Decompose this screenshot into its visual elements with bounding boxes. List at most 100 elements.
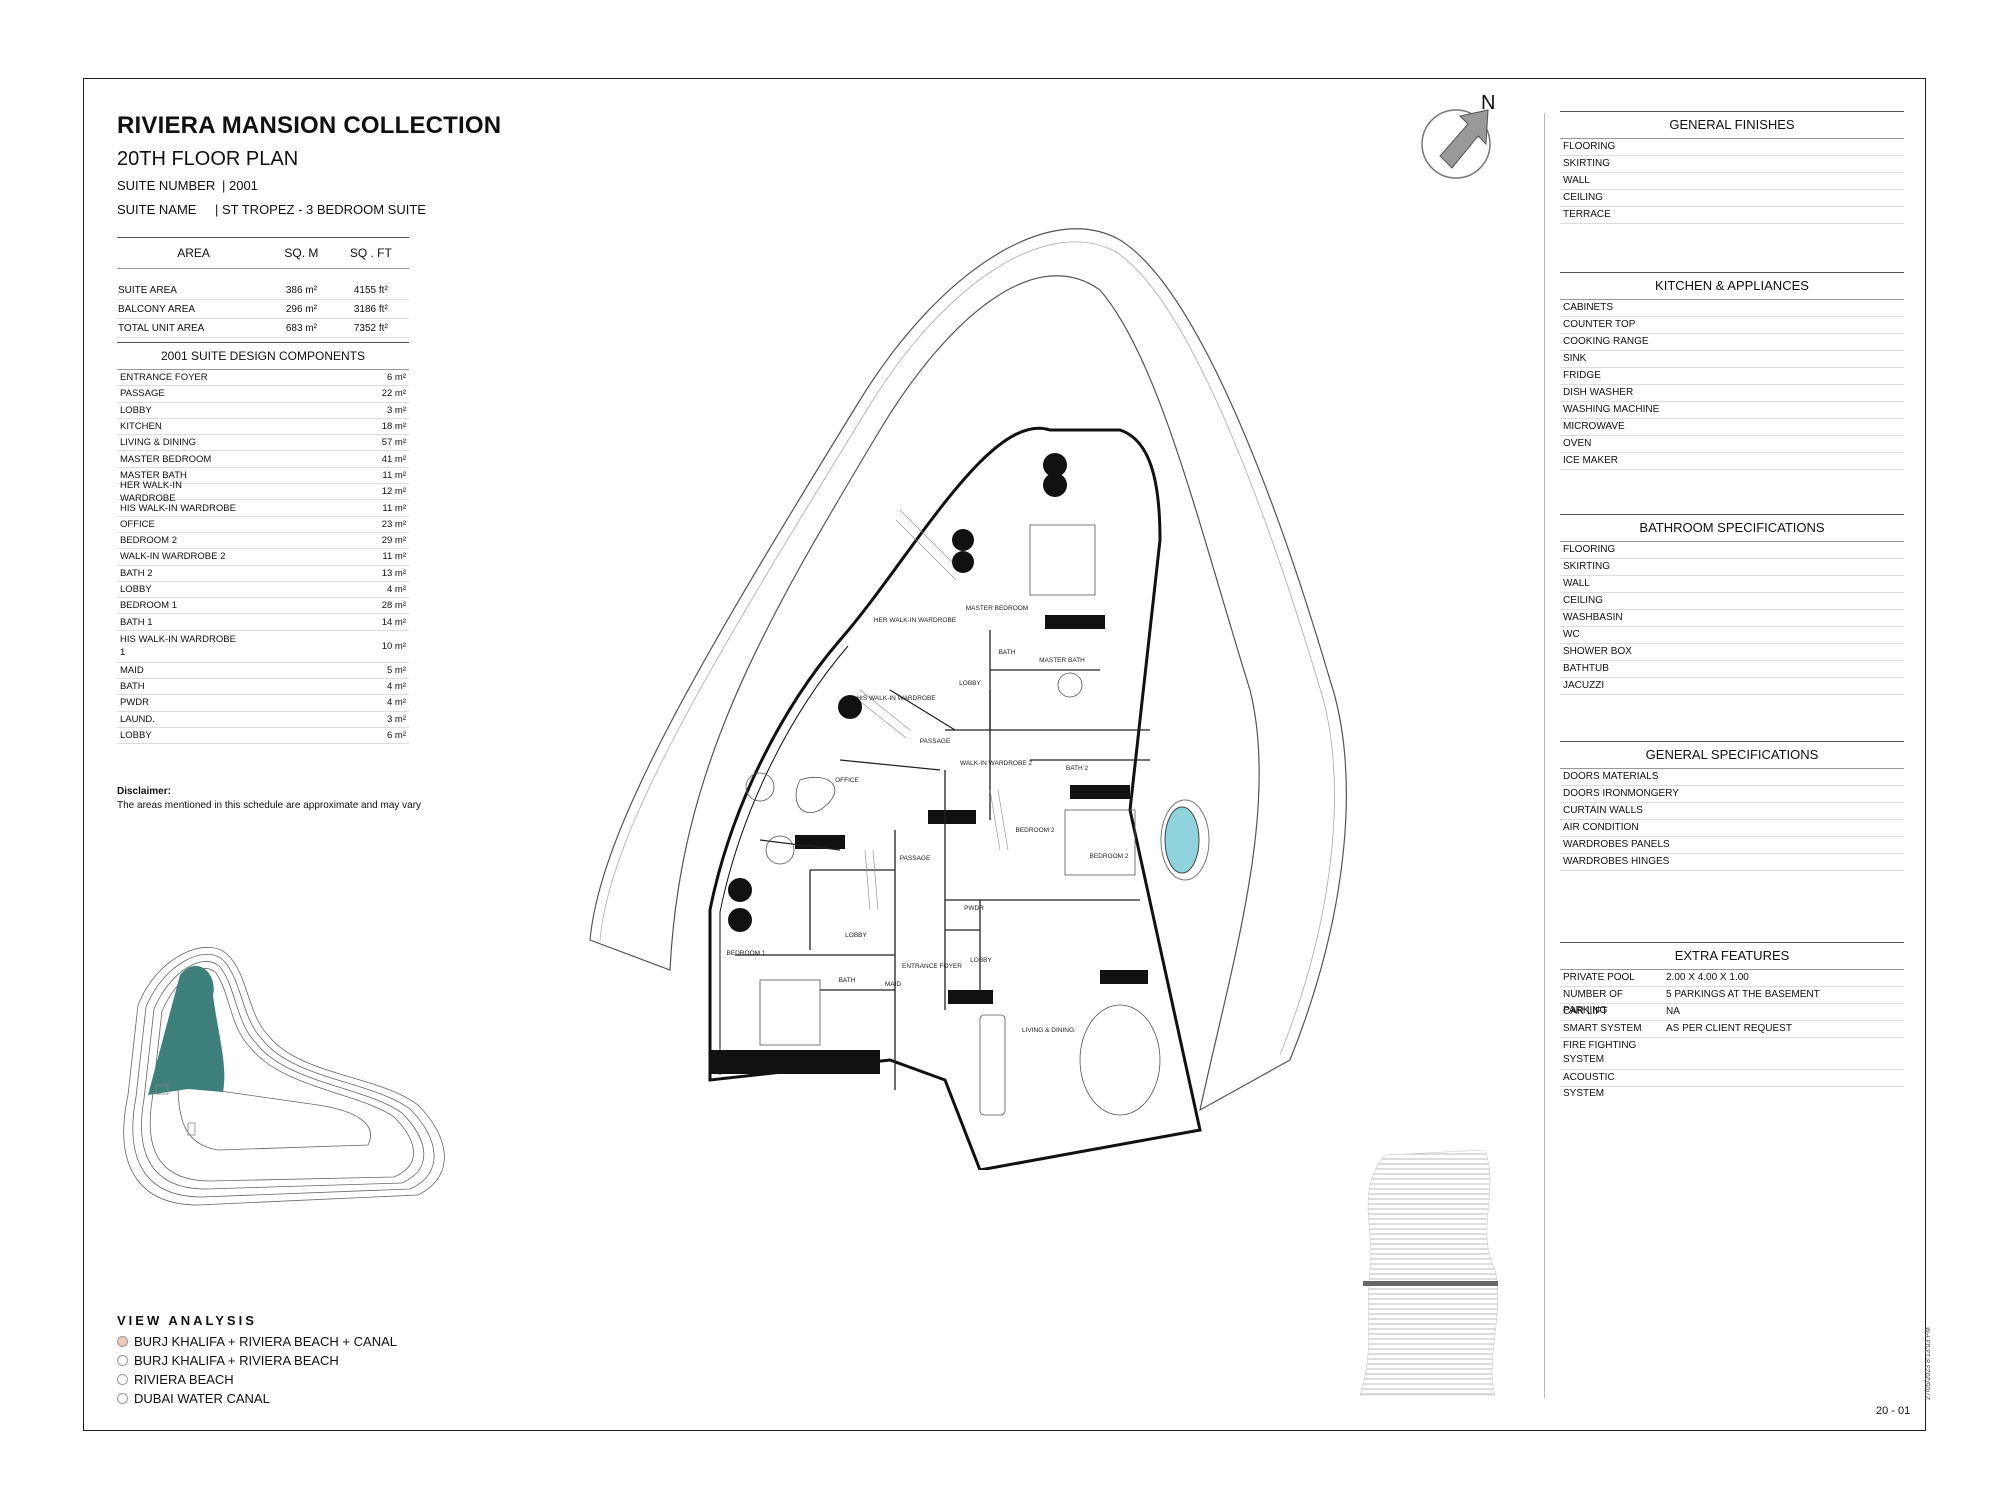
component-label: MASTER BEDROOM (120, 453, 212, 465)
spec-row: CEILING (1560, 190, 1904, 207)
component-label: BATH 1 (120, 616, 153, 628)
finishes-title: GENERAL FINISHES (1560, 111, 1904, 139)
radio-dot-icon (117, 1355, 128, 1366)
spec-row: SKIRTING (1560, 559, 1904, 576)
feature-label: PRIVATE POOL (1563, 972, 1635, 983)
spec-row: WALL (1560, 576, 1904, 593)
north-arrow-icon (1421, 109, 1491, 179)
plan-label: MASTER BATH (1039, 657, 1085, 664)
area-cell: BALCONY AREA (117, 299, 271, 319)
plan-label: BEDROOM 2 (1089, 853, 1128, 860)
floor-level-marker (1363, 1281, 1498, 1286)
plan-label: HIS WALK-IN WARDROBE (856, 695, 936, 702)
spec-row: CAR LIFT NA (1560, 1004, 1904, 1021)
general-spec-title: GENERAL SPECIFICATIONS (1560, 741, 1904, 769)
spec-row: ACOUSTIC SYSTEM (1560, 1070, 1904, 1099)
spec-row: MICROWAVE (1560, 419, 1904, 436)
component-value: 4 m² (387, 697, 406, 709)
list-item: HER WALK-IN WARDROBE 12 m² (117, 480, 409, 504)
suite-name-label: SUITE NAME (117, 202, 197, 217)
spec-row: BATHTUB (1560, 661, 1904, 678)
spec-row: DISH WASHER (1560, 385, 1904, 402)
component-value: 23 m² (381, 518, 406, 530)
component-label: KITCHEN (120, 421, 162, 433)
component-label: MASTER BATH (120, 469, 187, 481)
area-table: AREA SQ. M SQ . FT SUITE AREA 386 m² 415… (117, 237, 409, 338)
table-row: SUITE AREA 386 m² 4155 ft² (117, 281, 409, 300)
view-option-label: DUBAI WATER CANAL (134, 1391, 270, 1406)
component-label: LOBBY (120, 584, 152, 595)
area-cell: 7352 ft² (332, 318, 409, 338)
component-value: 4 m² (387, 584, 406, 595)
disclaimer-text: The areas mentioned in this schedule are… (117, 800, 422, 811)
spec-row: TERRACE (1560, 207, 1904, 224)
spec-row: SKIRTING (1560, 156, 1904, 173)
plan-label: ENTRANCE FOYER (902, 963, 962, 970)
plan-label: BATH (999, 649, 1016, 656)
suite-number-label: SUITE NUMBER (117, 178, 216, 193)
drawing-sheet-border (83, 78, 1926, 1431)
plan-label: LIVING & DINING (1022, 1027, 1074, 1034)
spec-row: AIR CONDITION (1560, 820, 1904, 837)
sqft-header: SQ . FT (332, 237, 409, 269)
list-item: OFFICE 23 m² (117, 517, 409, 533)
feature-value: NA (1666, 1006, 1680, 1017)
spec-row: ICE MAKER (1560, 453, 1904, 470)
list-item: BATH 1 14 m² (117, 614, 409, 631)
floor-plan: MASTER BEDROOM MASTER BATH BATH HER WALK… (589, 228, 1347, 1170)
component-value: 57 m² (381, 437, 406, 449)
component-label: WALK-IN WARDROBE 2 (120, 551, 226, 563)
view-option-label: BURJ KHALIFA + RIVIERA BEACH (134, 1353, 339, 1368)
spec-row: CABINETS (1560, 300, 1904, 317)
suite-highlight (148, 965, 225, 1095)
component-label: OFFICE (120, 518, 155, 530)
spec-row: JACUZZI (1560, 678, 1904, 695)
area-cell: TOTAL UNIT AREA (117, 318, 271, 338)
component-value: 14 m² (381, 616, 406, 628)
spec-row: OVEN (1560, 436, 1904, 453)
feature-value: AS PER CLIENT REQUEST (1666, 1023, 1792, 1034)
component-value: 11 m² (382, 469, 406, 481)
component-value: 4 m² (387, 681, 406, 693)
page-number: 20 - 01 (1876, 1405, 1911, 1417)
feature-label: CAR LIFT (1563, 1006, 1608, 1017)
north-label: N (1481, 92, 1496, 114)
plan-label: BATH 2 (1066, 765, 1089, 772)
component-label: HER WALK-IN WARDROBE (120, 479, 182, 504)
spec-row: PRIVATE POOL 2.00 X 4.00 X 1.00 (1560, 970, 1904, 987)
spec-row: COUNTER TOP (1560, 317, 1904, 334)
list-item: HIS WALK-IN WARDROBE 11 m² (117, 500, 409, 517)
spec-row: WARDROBES PANELS (1560, 837, 1904, 854)
plan-label: MAID (885, 981, 902, 988)
area-header: AREA (117, 237, 271, 269)
spec-row: WASHING MACHINE (1560, 402, 1904, 419)
sqm-header: SQ. M (270, 237, 333, 269)
component-value: 12 m² (381, 486, 406, 498)
suite-name: SUITE NAME | ST TROPEZ - 3 BEDROOM SUITE (117, 202, 426, 217)
component-value: 6 m² (387, 372, 406, 384)
components-title: 2001 SUITE DESIGN COMPONENTS (117, 342, 409, 370)
component-label: HIS WALK-IN WARDROBE (120, 502, 236, 514)
view-analysis: VIEW ANALYSIS BURJ KHALIFA + RIVIERA BEA… (117, 1313, 397, 1408)
feature-value: 2.00 X 4.00 X 1.00 (1666, 972, 1749, 983)
component-value: 11 m² (382, 502, 406, 514)
kitchen-title: KITCHEN & APPLIANCES (1560, 272, 1904, 300)
list-item: LOBBY 4 m² (117, 582, 409, 599)
private-pool (1164, 806, 1200, 874)
component-label: LAUND. (120, 713, 155, 725)
component-value: 3 m² (387, 713, 406, 725)
plan-label: LOBBY (970, 957, 992, 964)
terrace-outline (589, 228, 1347, 1112)
plan-label: PASSAGE (900, 855, 931, 862)
